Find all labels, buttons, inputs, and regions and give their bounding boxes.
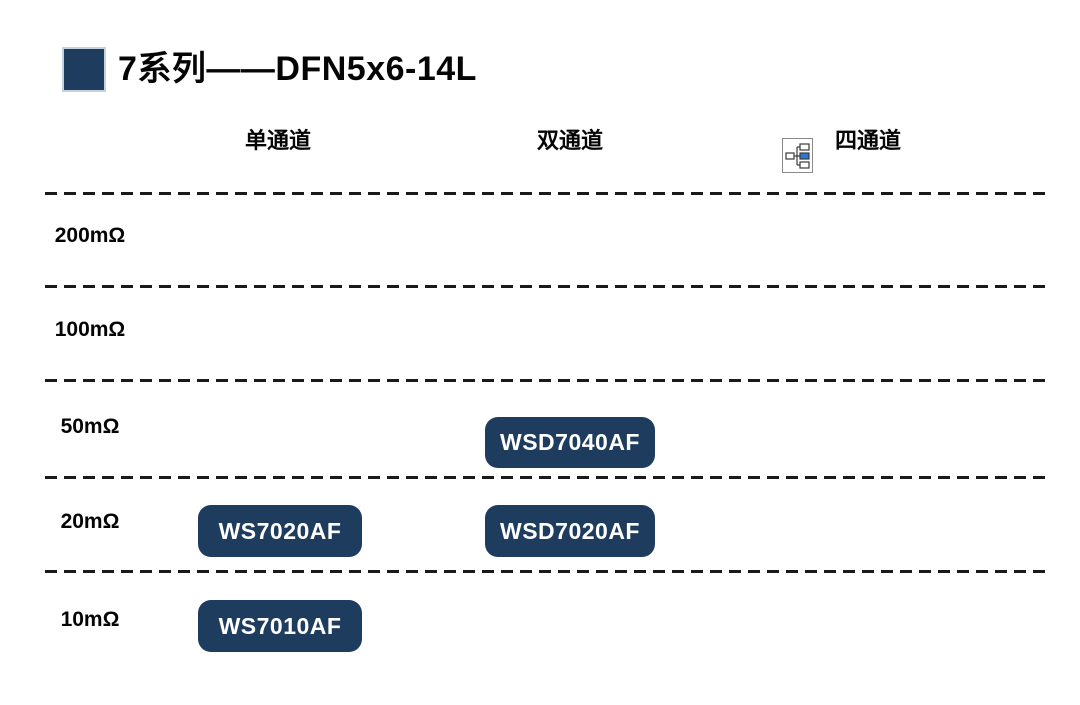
product-badge-wsd7020af: WSD7020AF bbox=[485, 505, 655, 557]
dashed-divider bbox=[45, 570, 1045, 573]
row-label-50mohm: 50mΩ bbox=[60, 415, 120, 438]
product-badge-wsd7040af: WSD7040AF bbox=[485, 417, 655, 468]
page-title: 7系列——DFN5x6-14L bbox=[118, 50, 477, 88]
row-label-100mohm: 100mΩ bbox=[54, 318, 126, 341]
dashed-divider bbox=[45, 192, 1045, 195]
column-header-dual-channel: 双通道 bbox=[536, 128, 604, 153]
product-badge-ws7020af: WS7020AF bbox=[198, 505, 362, 557]
dashed-divider bbox=[45, 379, 1045, 382]
row-label-20mohm: 20mΩ bbox=[60, 510, 120, 533]
product-badge-ws7010af: WS7010AF bbox=[198, 600, 362, 652]
row-label-200mohm: 200mΩ bbox=[54, 224, 126, 247]
title-accent-square bbox=[62, 47, 106, 92]
org-chart-icon bbox=[782, 138, 813, 173]
column-header-quad-channel: 四通道 bbox=[835, 128, 902, 153]
dashed-divider bbox=[45, 285, 1045, 288]
row-label-10mohm: 10mΩ bbox=[60, 608, 120, 631]
column-header-single-channel: 单通道 bbox=[244, 128, 312, 153]
dashed-divider bbox=[45, 476, 1045, 479]
